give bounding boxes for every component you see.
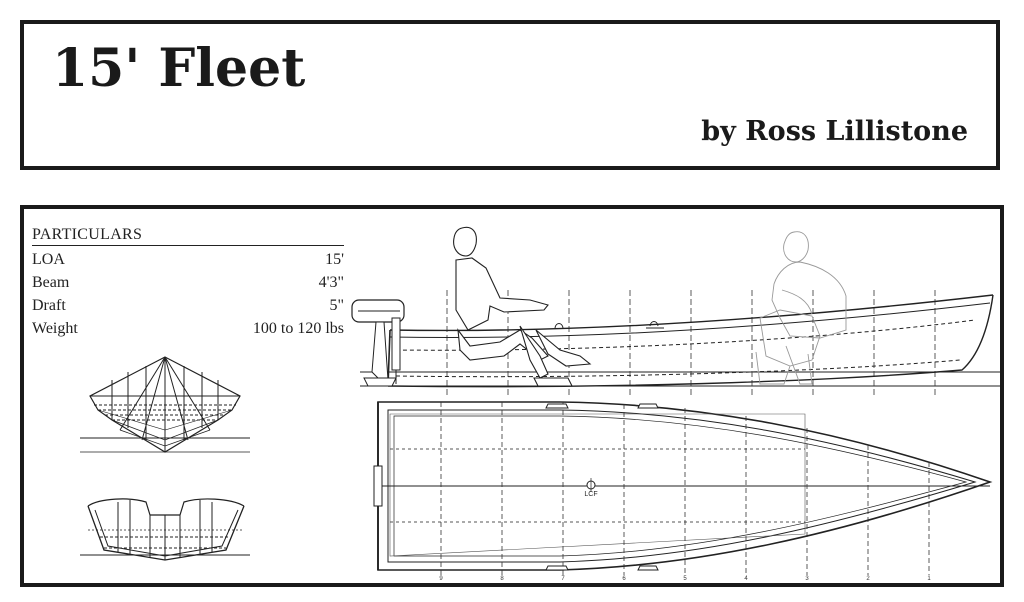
station-label: 6 [622, 576, 626, 582]
station-label: 4 [744, 576, 748, 582]
page-title: 15' Fleet [52, 38, 306, 99]
particular-value: 4'3" [318, 274, 344, 291]
particulars-row-draft: Draft 5" [32, 294, 344, 317]
station-label: 1 [927, 576, 931, 582]
station-label: 5 [683, 576, 687, 582]
particulars-row-loa: LOA 15' [32, 248, 344, 271]
plan-drawing-frame [20, 205, 1004, 587]
title-box: 15' Fleet by Ross Lillistone [20, 20, 1000, 170]
particular-value: 5" [329, 297, 344, 314]
particular-label: Draft [32, 297, 66, 314]
author-credit: by Ross Lillistone [701, 116, 968, 147]
particulars-row-beam: Beam 4'3" [32, 271, 344, 294]
particular-value: 100 to 120 lbs [252, 320, 344, 337]
particular-label: Weight [32, 320, 78, 337]
station-label: 7 [561, 576, 565, 582]
particulars-row-weight: Weight 100 to 120 lbs [32, 317, 344, 340]
lcf-label: LCF [584, 491, 597, 498]
particulars-heading: PARTICULARS [32, 226, 344, 246]
particulars-table: PARTICULARS LOA 15' Beam 4'3" Draft 5" W… [32, 226, 344, 340]
particular-label: LOA [32, 251, 65, 268]
station-label: 9 [439, 576, 443, 582]
particular-value: 15' [325, 251, 344, 268]
profile-view [351, 226, 1000, 395]
particular-label: Beam [32, 274, 70, 291]
station-label: 8 [500, 576, 504, 582]
station-label: 2 [866, 576, 870, 582]
midship-section-view [80, 498, 250, 561]
plan-view [373, 401, 993, 575]
station-label: 3 [805, 576, 809, 582]
bow-section-view [80, 356, 250, 453]
